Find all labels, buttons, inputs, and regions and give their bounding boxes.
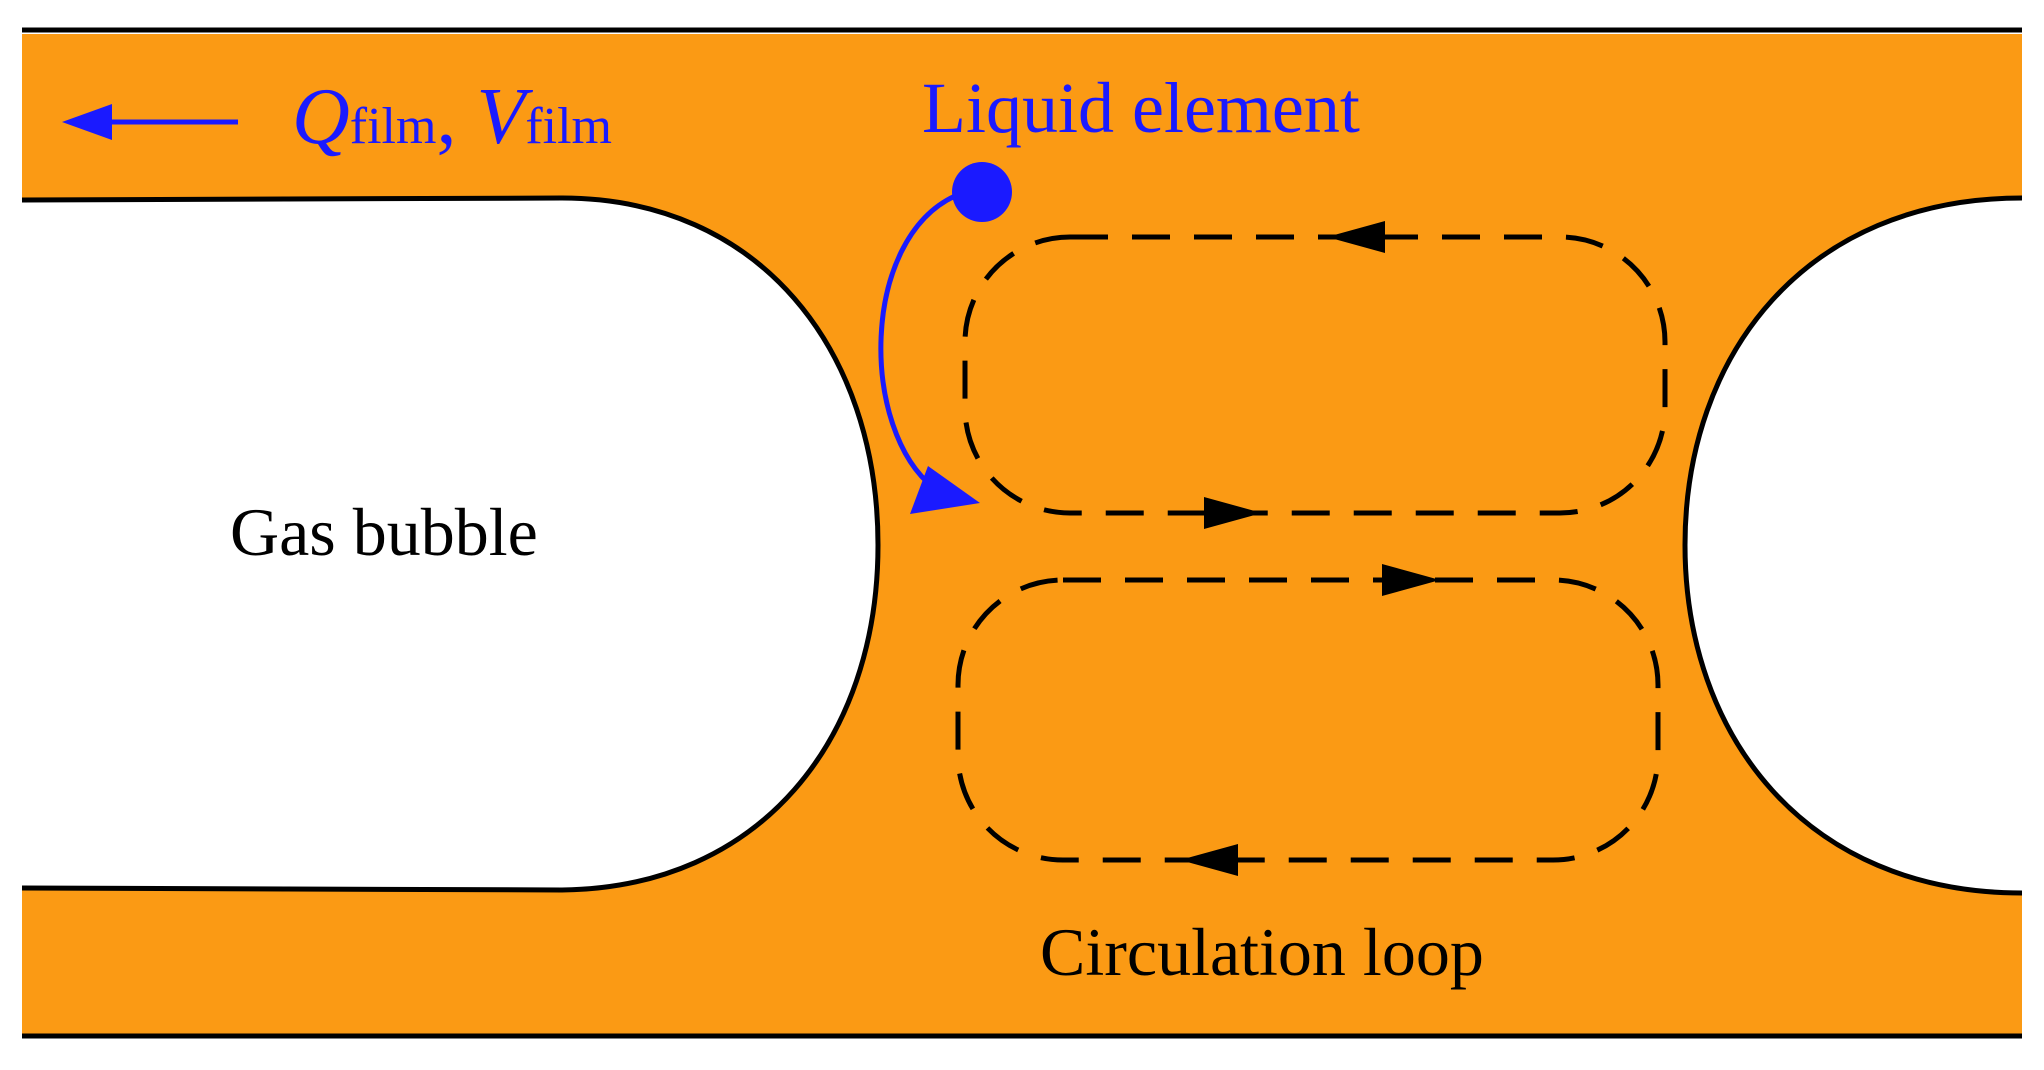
gas-bubble-label: Gas bubble: [230, 494, 538, 570]
triangle-arrowhead-icon: [1327, 221, 1385, 253]
q-subscript: film: [350, 98, 437, 155]
label-separator: ,: [436, 73, 476, 161]
right-gas-bubble: [1685, 198, 2022, 893]
v-subscript: film: [525, 98, 612, 155]
left-arrow-icon: [62, 104, 238, 140]
circulation-loop-label: Circulation loop: [1040, 914, 1484, 990]
upper-circulation-loop: [962, 234, 1668, 516]
triangle-arrowhead-icon: [1180, 844, 1238, 876]
right-bubble-interface: [1682, 195, 2023, 896]
lower-circulation-loop: [955, 577, 1661, 863]
left-gas-bubble: [22, 198, 878, 890]
film-flow-label: Qfilm, Vfilm: [292, 73, 612, 161]
q-symbol: Q: [292, 73, 350, 161]
triangle-arrowhead-icon: [1204, 497, 1262, 529]
v-symbol: V: [476, 73, 533, 161]
dot-icon: [952, 162, 1012, 222]
triangle-arrowhead-icon: [1382, 564, 1440, 596]
curved-arrow-icon: [878, 193, 980, 514]
liquid-element-label: Liquid element: [922, 68, 1360, 148]
left-bubble-interface: [21, 195, 881, 893]
